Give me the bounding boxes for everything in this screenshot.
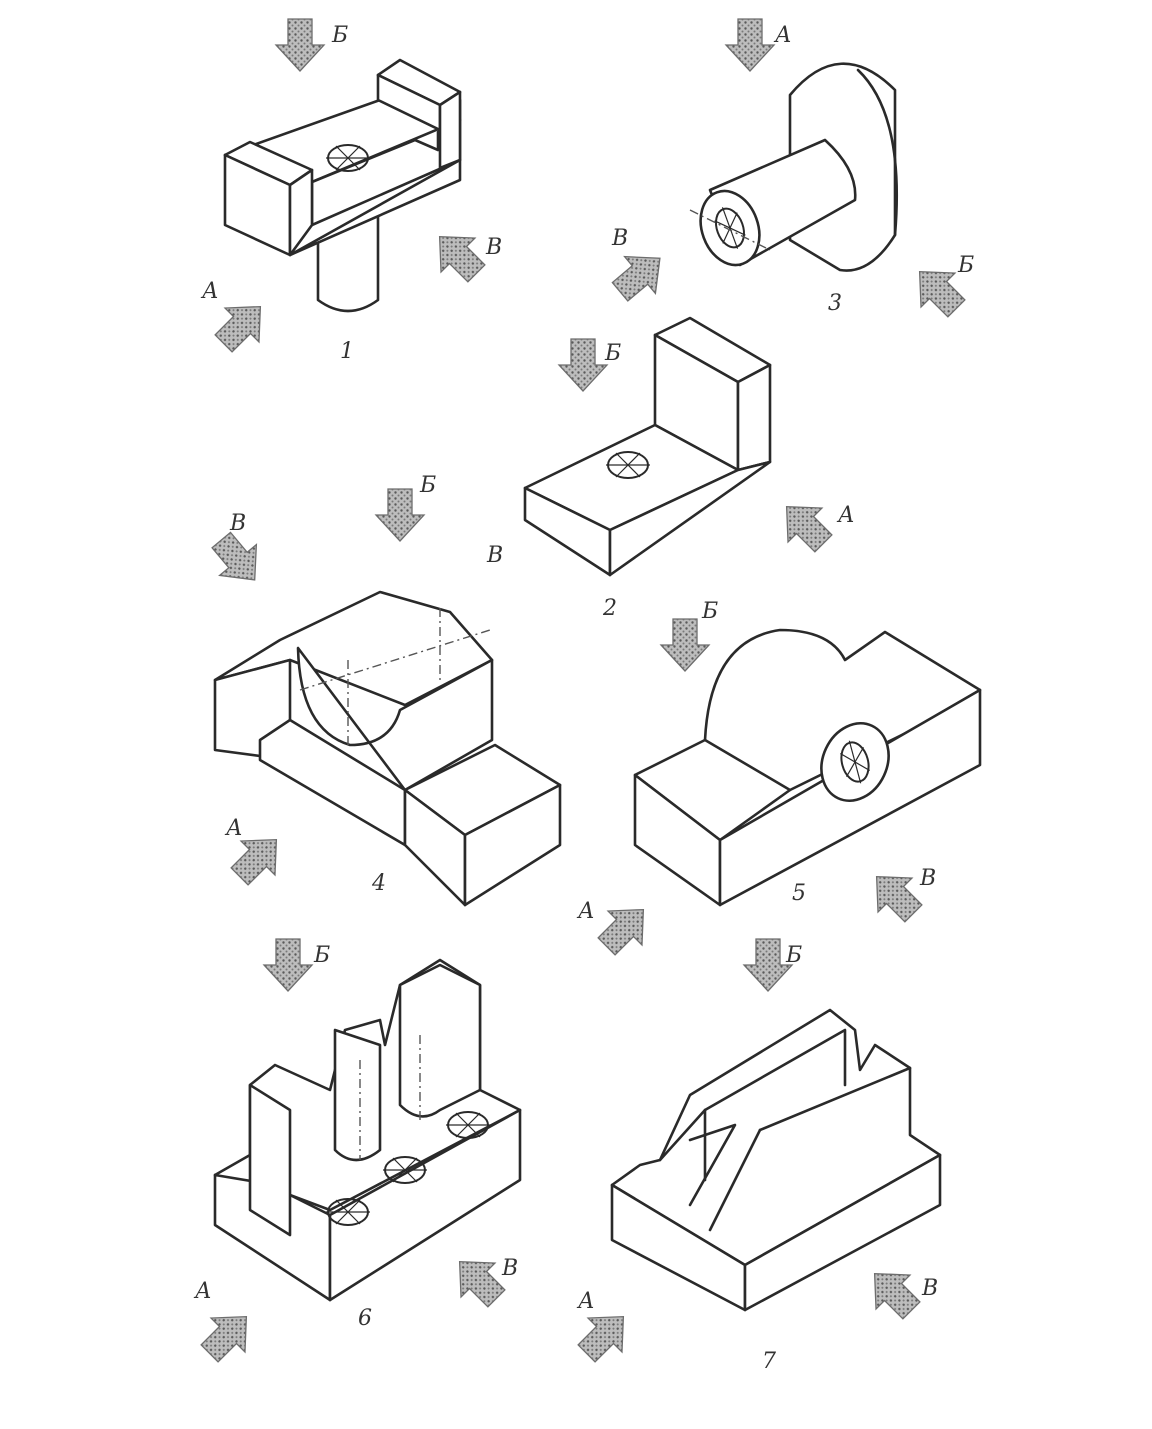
part-2-arrow-right <box>768 488 842 562</box>
part-7: Б А В 7 <box>568 938 942 1374</box>
part-2-arrow-left-label: В <box>486 543 503 568</box>
part-4-arrow-top <box>375 488 425 542</box>
part-6-arrow-right-label: В <box>501 1256 518 1281</box>
part-3-arrow-right-label: Б <box>957 253 974 278</box>
part-3-shape <box>689 62 898 272</box>
part-2-arrow-right-label: А <box>836 503 855 528</box>
part-3-arrow-top-label: А <box>773 23 792 48</box>
part-1-number: 1 <box>340 339 354 364</box>
part-5-number: 5 <box>792 881 806 906</box>
part-4-arrow-top-label: Б <box>419 473 436 498</box>
part-7-arrow-left-label: А <box>576 1289 595 1314</box>
part-1-arrow-left-label: А <box>200 279 219 304</box>
part-6-number: 6 <box>358 1306 372 1331</box>
part-4-arrow-bottom-label: А <box>224 816 243 841</box>
part-7-arrow-right-label: В <box>921 1276 938 1301</box>
part-1-shape <box>223 58 462 313</box>
part-1: Б В А 1 <box>200 18 502 364</box>
part-3-arrow-left-label: В <box>611 226 628 251</box>
part-1-arrow-top <box>275 18 325 72</box>
part-6-arrow-top-label: Б <box>313 943 330 968</box>
part-3-arrow-top <box>725 18 775 72</box>
part-4-number: 4 <box>371 871 386 896</box>
part-6: Б А В 6 <box>191 938 522 1372</box>
part-6-arrow-left <box>191 1298 265 1372</box>
part-4-arrow-left-label: В <box>229 511 246 536</box>
part-2: Б А В 2 <box>486 316 855 621</box>
part-1-arrow-right <box>421 218 495 292</box>
part-5-shape <box>633 628 982 907</box>
part-7-arrow-top-label: Б <box>785 943 802 968</box>
part-2-shape <box>523 316 772 577</box>
part-5-arrow-left-label: А <box>576 899 595 924</box>
part-7-number: 7 <box>762 1349 776 1374</box>
part-3: А В Б 3 <box>604 18 974 327</box>
part-2-arrow-top <box>558 338 608 392</box>
part-5: Б А В 5 <box>576 599 982 965</box>
part-6-arrow-left-label: А <box>193 1279 212 1304</box>
part-7-arrow-top <box>743 938 793 992</box>
part-2-number: 2 <box>602 596 617 621</box>
part-1-arrow-top-label: Б <box>331 23 348 48</box>
part-5-arrow-left <box>588 891 662 965</box>
part-3-number: 3 <box>828 291 842 316</box>
part-7-shape <box>610 1008 942 1312</box>
part-5-arrow-right-label: В <box>919 866 936 891</box>
part-2-arrow-top-label: Б <box>604 341 621 366</box>
part-1-arrow-right-label: В <box>485 235 502 260</box>
part-6-arrow-top <box>263 938 313 992</box>
part-5-arrow-top-label: Б <box>701 599 718 624</box>
part-4: В Б А 4 <box>202 473 562 907</box>
part-7-arrow-right <box>856 1255 930 1329</box>
part-4-shape <box>213 590 562 907</box>
part-6-shape <box>213 958 522 1302</box>
part-5-arrow-top <box>660 618 710 672</box>
